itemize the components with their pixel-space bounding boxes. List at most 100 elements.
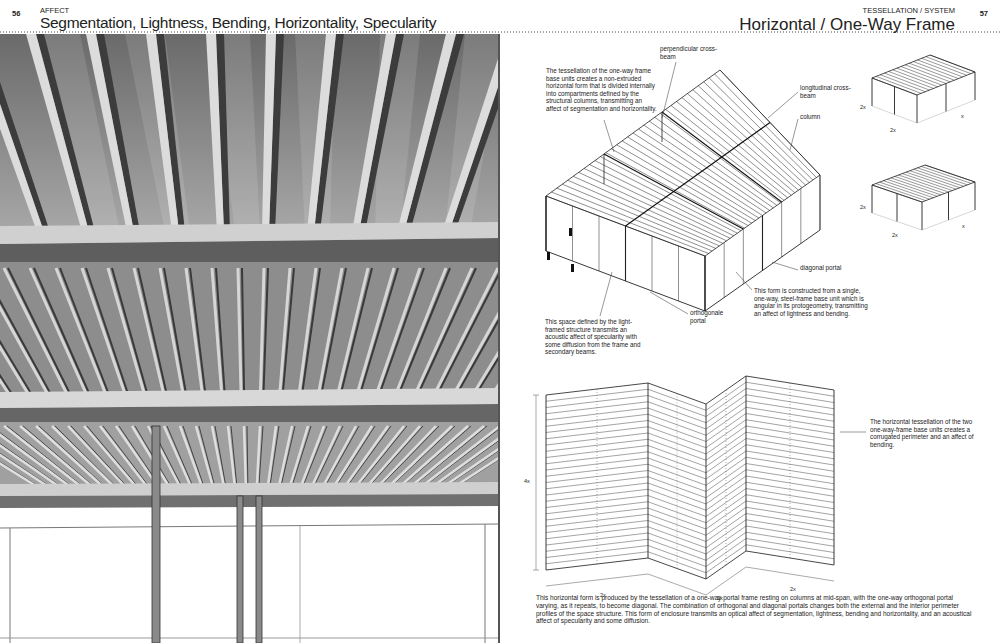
joist (0, 426, 47, 486)
part-label: column (800, 113, 820, 121)
column (706, 404, 707, 579)
joist (906, 172, 956, 189)
secondary-beam (206, 34, 224, 232)
column (762, 216, 763, 271)
callout-text: This form is constructed from a single, … (754, 287, 869, 317)
part-label: perpendicular cross-beam (660, 45, 720, 60)
leader-line (736, 272, 752, 290)
dimension-label: 2x (860, 104, 866, 111)
joist (914, 169, 964, 186)
column (948, 192, 949, 220)
joist-shadow (292, 426, 311, 486)
joist-shadow (476, 268, 500, 395)
column (152, 426, 160, 643)
joist (880, 182, 930, 199)
joist (889, 71, 934, 88)
joist (922, 58, 967, 75)
horizontal-member (546, 439, 834, 467)
joist-shadow (447, 426, 500, 486)
horizontal-member (546, 495, 834, 523)
joist (52, 426, 113, 486)
joist (913, 62, 958, 79)
edge-beam-shadow (0, 494, 500, 508)
column (872, 185, 873, 213)
joist (68, 426, 124, 486)
longitudinal-cross-beam (626, 123, 771, 227)
horizontal-member (546, 414, 834, 442)
joist-shadow (0, 268, 51, 395)
frame-drawings (533, 55, 975, 595)
column (781, 202, 782, 257)
horizontal-member (546, 420, 834, 448)
column (545, 196, 546, 251)
leader-line (600, 272, 612, 316)
horizontal-member (546, 551, 834, 579)
column (237, 496, 243, 643)
joist (238, 268, 241, 395)
joist-shadow (437, 268, 500, 395)
secondary-beam (442, 34, 500, 232)
dimension-line (917, 100, 975, 123)
horizontal-member (546, 407, 834, 435)
joist-shadow (360, 268, 398, 395)
callout-text: The horizontal tessellation of the two o… (870, 418, 975, 448)
joist-shadow (190, 268, 206, 395)
dimension-label: 2x (860, 204, 866, 211)
horizontal-member (546, 464, 834, 492)
joist (909, 63, 954, 80)
horizontal-member (546, 382, 834, 410)
secondary-beam (262, 34, 276, 232)
part-label: diagonal portal (800, 264, 841, 272)
column (975, 72, 976, 100)
unit-outline (872, 165, 975, 202)
horizontal-member (546, 514, 834, 542)
perpendicular-cross-beam (604, 154, 743, 229)
column (897, 194, 898, 222)
joist-shadow (347, 426, 391, 486)
dimension-line (546, 567, 834, 595)
dimension-label: x (962, 223, 965, 230)
column (724, 243, 725, 298)
joist-shadow (458, 426, 500, 486)
dimension-label: x (961, 113, 964, 120)
leader-line (790, 119, 798, 150)
joist (56, 268, 106, 395)
page-title: Horizontal / One-Way Frame (739, 15, 955, 35)
joist (0, 268, 10, 395)
joist (357, 268, 394, 395)
joist (20, 426, 91, 486)
secondary-beam (397, 34, 456, 232)
frame-line (300, 526, 301, 643)
secondary-beam (146, 34, 179, 232)
joist (279, 426, 292, 486)
horizontal-member (546, 401, 834, 429)
joist (257, 426, 260, 486)
opening (0, 508, 500, 643)
horizontal-member (546, 470, 834, 498)
frame-line (10, 528, 11, 643)
dimension-label: 2x (890, 127, 896, 134)
secondary-beam (86, 34, 134, 232)
joist (899, 175, 949, 192)
dimension-label: 4x (524, 478, 530, 485)
joist-shadow (60, 268, 109, 395)
horizontal-member (546, 395, 834, 423)
joist (891, 178, 941, 195)
horizontal-member (546, 451, 834, 479)
page-number: 56 (12, 9, 20, 18)
ceiling-ground (0, 34, 500, 234)
joist (884, 73, 929, 90)
column (746, 376, 747, 551)
joist (876, 184, 926, 201)
column (946, 84, 947, 112)
joist (880, 75, 925, 92)
joist-shadow (86, 268, 128, 395)
secondary-beam (352, 34, 396, 232)
joist (268, 426, 276, 486)
horizontal-member (546, 489, 834, 517)
dimension-line (922, 210, 975, 230)
section-label: AFFECT (40, 6, 69, 15)
ceiling-render (0, 34, 500, 643)
joist (887, 179, 937, 196)
